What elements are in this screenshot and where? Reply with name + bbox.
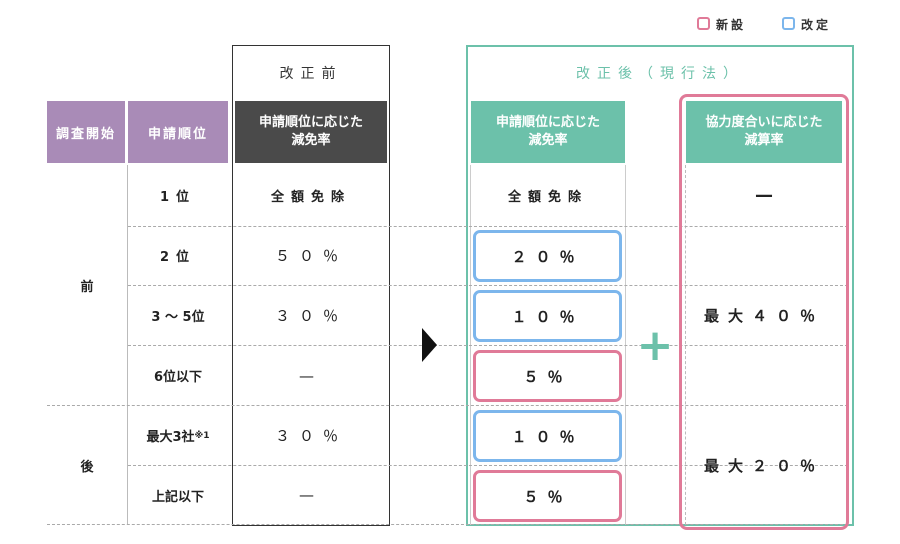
new-rate-5: １０％ (511, 427, 584, 446)
old-rate-5: ３０％ (274, 427, 347, 445)
order-3: 3 〜 5位 (151, 310, 205, 325)
coop-before-value: 最大４０％ (703, 307, 824, 325)
legend-new-swatch (697, 17, 710, 30)
new-rate-3: １０％ (511, 307, 584, 326)
header-old-rate-line2: 減免率 (291, 133, 331, 148)
coop-first: — (755, 184, 773, 206)
old-rate-3: ３０％ (274, 307, 347, 325)
header-old-rate-line1: 申請順位に応じた (258, 115, 363, 130)
old-rate-4: — (299, 366, 323, 385)
order-6: 上記以下 (151, 489, 204, 505)
header-coop-line2: 減算率 (744, 133, 784, 148)
divider-period (127, 165, 128, 525)
old-law-group-label: 改正前 (279, 66, 343, 82)
old-rate-6: — (299, 486, 323, 504)
new-rate-2-box: ２０％ (473, 230, 622, 282)
header-old-rate: 申請順位に応じた 減免率 (235, 101, 387, 163)
row-divider (128, 226, 848, 227)
header-cooperation: 協力度合いに応じた 減算率 (686, 101, 842, 163)
new-rate-3-box: １０％ (473, 290, 622, 342)
header-new-rate-line2: 減免率 (528, 133, 568, 148)
new-law-group-label: 改正後（現行法） (576, 66, 744, 82)
order-4: 6位以下 (153, 370, 203, 385)
old-rate-2: ５０％ (274, 247, 347, 265)
order-2: 2位 (159, 250, 197, 265)
period-after: 後 (80, 459, 94, 475)
header-coop-line1: 協力度合いに応じた (705, 115, 823, 130)
header-new-rate-line1: 申請順位に応じた (495, 115, 600, 130)
legend-revised-swatch (782, 17, 795, 30)
period-before: 前 (80, 279, 94, 295)
order-5-note: ※1 (194, 430, 210, 441)
coop-after-value: 最大２０％ (703, 456, 824, 475)
table-bottom (47, 524, 848, 525)
row-divider (128, 285, 848, 286)
new-rate-2: ２０％ (511, 247, 584, 266)
new-rate-6-box: ５％ (473, 470, 622, 522)
order-5: 最大3社※1 (128, 406, 228, 465)
row-divider (47, 405, 848, 406)
row-divider (128, 345, 848, 346)
new-rate-6: ５％ (523, 487, 572, 506)
new-rate-1: 全額免除 (507, 189, 588, 205)
header-new-rate: 申請順位に応じた 減免率 (471, 101, 625, 163)
new-rate-4-box: ５％ (473, 350, 622, 402)
header-survey-start: 調査開始 (47, 101, 125, 163)
order-1: 1位 (159, 189, 197, 205)
plus-icon: + (636, 319, 674, 371)
legend-new-label: 新設 (716, 18, 747, 32)
new-rate-4: ５％ (523, 367, 572, 386)
header-application-order: 申請順位 (128, 101, 228, 163)
row-divider (128, 465, 848, 466)
new-rate-5-box: １０％ (473, 410, 622, 462)
cooperation-frame (679, 94, 849, 530)
order-5-label: 最大3社 (146, 430, 195, 445)
legend-revised-label: 改定 (801, 18, 832, 32)
arrow-right-icon (422, 328, 437, 362)
old-rate-1: 全額免除 (270, 189, 351, 205)
